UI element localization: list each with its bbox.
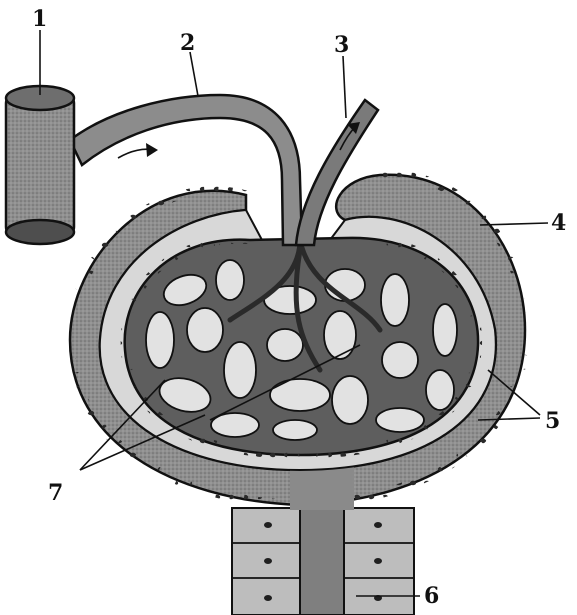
label-3: 3 xyxy=(334,32,349,58)
capillary-tuft xyxy=(125,238,478,455)
label-7: 7 xyxy=(48,480,63,506)
label-2: 2 xyxy=(180,30,195,56)
label-1: 1 xyxy=(32,6,47,32)
large-vessel xyxy=(6,86,74,244)
label-4: 4 xyxy=(551,210,566,236)
label-5: 5 xyxy=(545,408,560,434)
label-6: 6 xyxy=(424,583,439,609)
